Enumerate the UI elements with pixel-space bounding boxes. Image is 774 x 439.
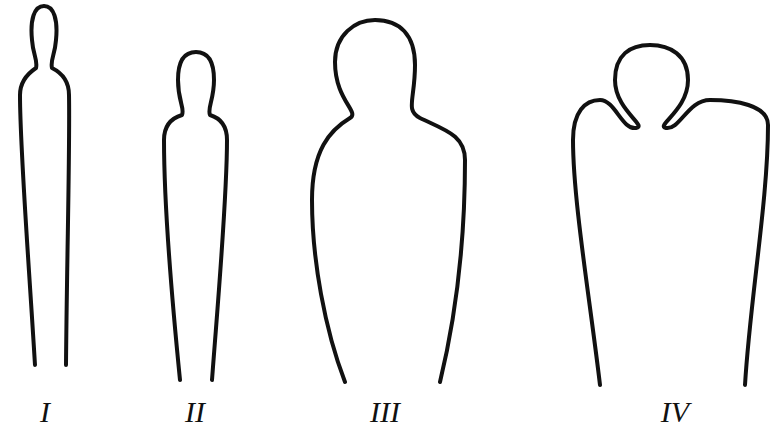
figure-outline [312,20,465,382]
figure-outline [573,45,768,385]
figure-number: III [370,397,400,427]
figure-number: I [40,397,50,427]
figure-number: IV [661,397,689,427]
figure-outline [20,6,69,365]
figure-outline [164,52,227,380]
figure-number: II [185,397,205,427]
